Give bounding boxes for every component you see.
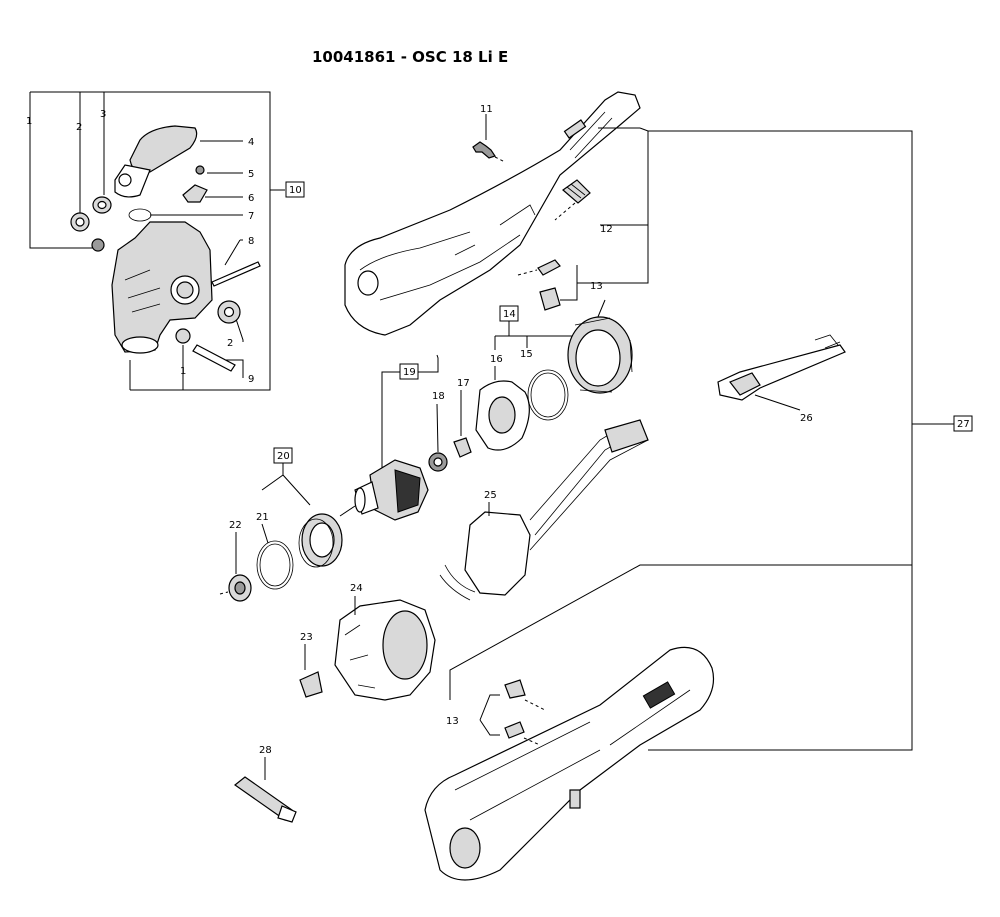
- switch-rod-group: 26: [717, 334, 846, 424]
- lower-housing-shell: [424, 646, 715, 881]
- electronics-group: 25: [439, 419, 649, 601]
- callout-13: 13: [590, 281, 603, 292]
- callout-15: 15: [520, 349, 533, 360]
- clip-13-part: [539, 287, 561, 311]
- spring-17-part: [453, 437, 472, 458]
- callout-2: 2: [76, 122, 82, 133]
- o-ring-15-part: [527, 369, 569, 421]
- wiring-harness-25-part: [464, 511, 531, 596]
- callout-13-lower: 13: [446, 716, 459, 727]
- bracket-23-part: [299, 671, 323, 698]
- callout-3: 3: [100, 109, 106, 120]
- blade-group: 28: [233, 745, 297, 823]
- clip-13-lower-part: [504, 721, 525, 739]
- callout-27: 27: [957, 419, 970, 430]
- callout-1: 1: [26, 116, 32, 127]
- bushing-left-part: [91, 238, 105, 252]
- screw-part: [195, 165, 205, 175]
- callout-21: 21: [256, 512, 269, 523]
- callout-27-group: 27: [449, 415, 973, 700]
- callout-23: 23: [300, 632, 313, 643]
- callout-17: 17: [457, 378, 470, 389]
- callout-24: 24: [350, 583, 363, 594]
- gear-head-group: 1 2 3 4 5 6 7 8 2 9 1 10: [26, 91, 305, 391]
- callout-19: 19: [403, 367, 416, 378]
- callout-14: 14: [503, 309, 516, 320]
- clip-part: [182, 184, 208, 203]
- diagram-title: 10041861 - OSC 18 Li E: [312, 48, 508, 66]
- contact-13-lower-part: [504, 679, 526, 699]
- callout-25: 25: [484, 490, 497, 501]
- lever-body-part: [114, 164, 151, 198]
- callout-1-lower: 1: [180, 366, 186, 377]
- callout-box-27: [953, 415, 973, 432]
- long-screw-part: [211, 261, 261, 287]
- bushing-lower-part: [175, 328, 191, 344]
- callout-28: 28: [259, 745, 272, 756]
- switch-12-part: [562, 179, 591, 204]
- callout-5: 5: [248, 169, 254, 180]
- callout-18: 18: [432, 391, 445, 402]
- upper-housing-group: 11 12 13: [344, 91, 913, 751]
- screw-11-part: [472, 141, 496, 159]
- upper-housing-shell: [344, 91, 641, 336]
- callout-9: 9: [248, 374, 254, 385]
- o-ring-21-part: [256, 540, 294, 590]
- callout-8: 8: [248, 236, 254, 247]
- pin-part: [192, 344, 236, 372]
- callout-22: 22: [229, 520, 242, 531]
- callout-20: 20: [277, 451, 290, 462]
- callout-16: 16: [490, 354, 503, 365]
- lever-cover-part: [129, 125, 198, 175]
- callout-26: 26: [800, 413, 813, 424]
- front-bearing-group: 20 21 22: [219, 447, 343, 602]
- motor-group: 14 15 16 17 18 19: [339, 299, 633, 521]
- callout-6: 6: [248, 193, 254, 204]
- retaining-ring-part: [128, 208, 152, 222]
- callout-11: 11: [480, 104, 493, 115]
- callout-10: 10: [289, 185, 302, 196]
- contact-13-part: [537, 259, 561, 276]
- callout-4: 4: [248, 137, 254, 148]
- callout-12: 12: [600, 224, 613, 235]
- callout-box-10: [285, 181, 305, 198]
- callout-7: 7: [248, 211, 254, 222]
- lower-housing-group: 13: [424, 646, 715, 881]
- callout-2-lower: 2: [227, 338, 233, 349]
- motor-housing-group: 24 23: [299, 583, 436, 701]
